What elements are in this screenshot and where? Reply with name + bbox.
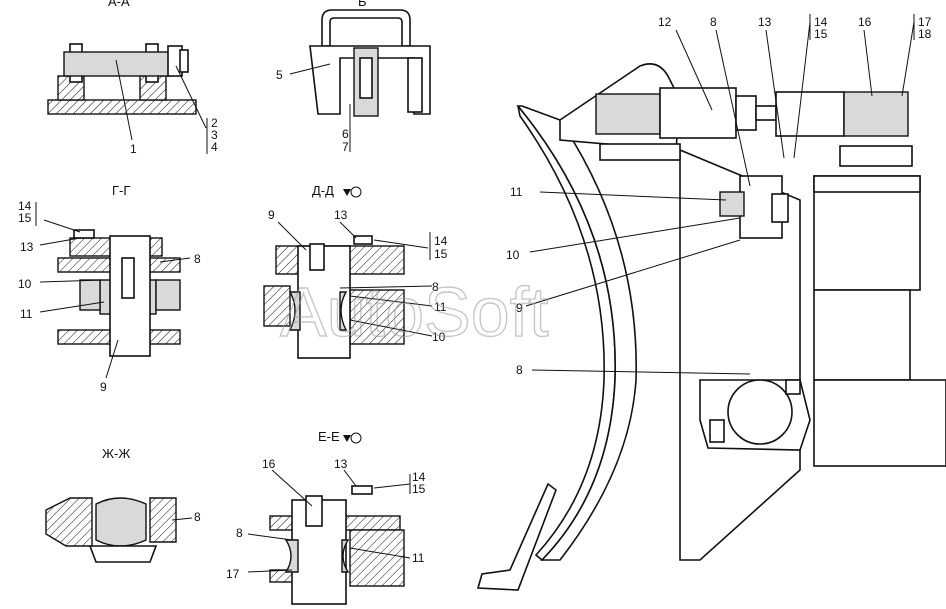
svg-text:15: 15 [18, 211, 32, 225]
cylinder-rod-housing [775, 91, 845, 137]
aa-base-plate [47, 99, 197, 115]
view-gg: Г-Г 14 15 13 8 10 11 9 [18, 183, 201, 394]
svg-text:9: 9 [516, 301, 523, 315]
svg-text:14: 14 [434, 234, 448, 248]
svg-text:14: 14 [412, 470, 426, 484]
watermark: AutoSoft [280, 273, 549, 351]
svg-text:2: 2 [211, 116, 218, 130]
svg-text:8: 8 [194, 510, 201, 524]
svg-text:10: 10 [18, 277, 32, 291]
svg-text:15: 15 [412, 482, 426, 496]
svg-text:9: 9 [100, 380, 107, 394]
section-title-b: Б [358, 0, 367, 9]
svg-text:13: 13 [334, 457, 348, 471]
svg-text:8: 8 [432, 280, 439, 294]
svg-text:1: 1 [130, 142, 137, 156]
svg-text:17: 17 [918, 15, 932, 29]
view-aa: А-А 1 2 3 4 [47, 0, 218, 156]
section-title-dd: Д-Д [312, 183, 334, 198]
section-title-ee: Е-Е [318, 429, 340, 444]
svg-text:8: 8 [236, 526, 243, 540]
section-title-gg: Г-Г [112, 183, 130, 198]
section-title-zz: Ж-Ж [102, 446, 130, 461]
cylinder-body [659, 87, 737, 139]
svg-text:15: 15 [434, 247, 448, 261]
svg-text:11: 11 [20, 307, 33, 321]
svg-text:10: 10 [432, 330, 446, 344]
svg-text:8: 8 [194, 252, 201, 266]
b-handle [321, 9, 411, 47]
svg-text:8: 8 [516, 363, 523, 377]
svg-text:5: 5 [276, 68, 283, 82]
svg-text:9: 9 [268, 208, 275, 222]
view-b: Б 5 6 7 [276, 0, 431, 154]
svg-text:16: 16 [858, 15, 872, 29]
section-title-aa: А-А [108, 0, 130, 9]
svg-text:4: 4 [211, 140, 218, 154]
main-assembly: 12 8 13 14 15 16 17 18 11 10 9 8 [476, 14, 946, 591]
svg-text:13: 13 [334, 208, 348, 222]
svg-text:14: 14 [814, 15, 828, 29]
blade-tip [476, 482, 557, 591]
svg-text:11: 11 [412, 551, 425, 565]
view-ee: Е-Е 16 13 14 15 8 11 17 [226, 429, 426, 605]
svg-text:16: 16 [262, 457, 276, 471]
svg-text:18: 18 [918, 27, 932, 41]
svg-text:15: 15 [814, 27, 828, 41]
svg-text:7: 7 [342, 140, 349, 154]
view-zz: Ж-Ж 8 [45, 446, 201, 563]
view-dd: Д-Д 9 13 14 15 8 11 10 [263, 183, 448, 359]
zz-ball [95, 497, 147, 547]
svg-text:8: 8 [710, 15, 717, 29]
svg-text:17: 17 [226, 567, 240, 581]
frame-lower-block [813, 379, 946, 467]
svg-text:12: 12 [658, 15, 672, 29]
svg-text:11: 11 [510, 185, 523, 199]
svg-text:3: 3 [211, 128, 218, 142]
svg-text:11: 11 [434, 300, 447, 314]
svg-text:14: 14 [18, 199, 32, 213]
svg-text:13: 13 [758, 15, 772, 29]
svg-text:13: 13 [20, 240, 34, 254]
svg-text:10: 10 [506, 248, 520, 262]
svg-text:6: 6 [342, 127, 349, 141]
clamp-ring [727, 379, 793, 445]
